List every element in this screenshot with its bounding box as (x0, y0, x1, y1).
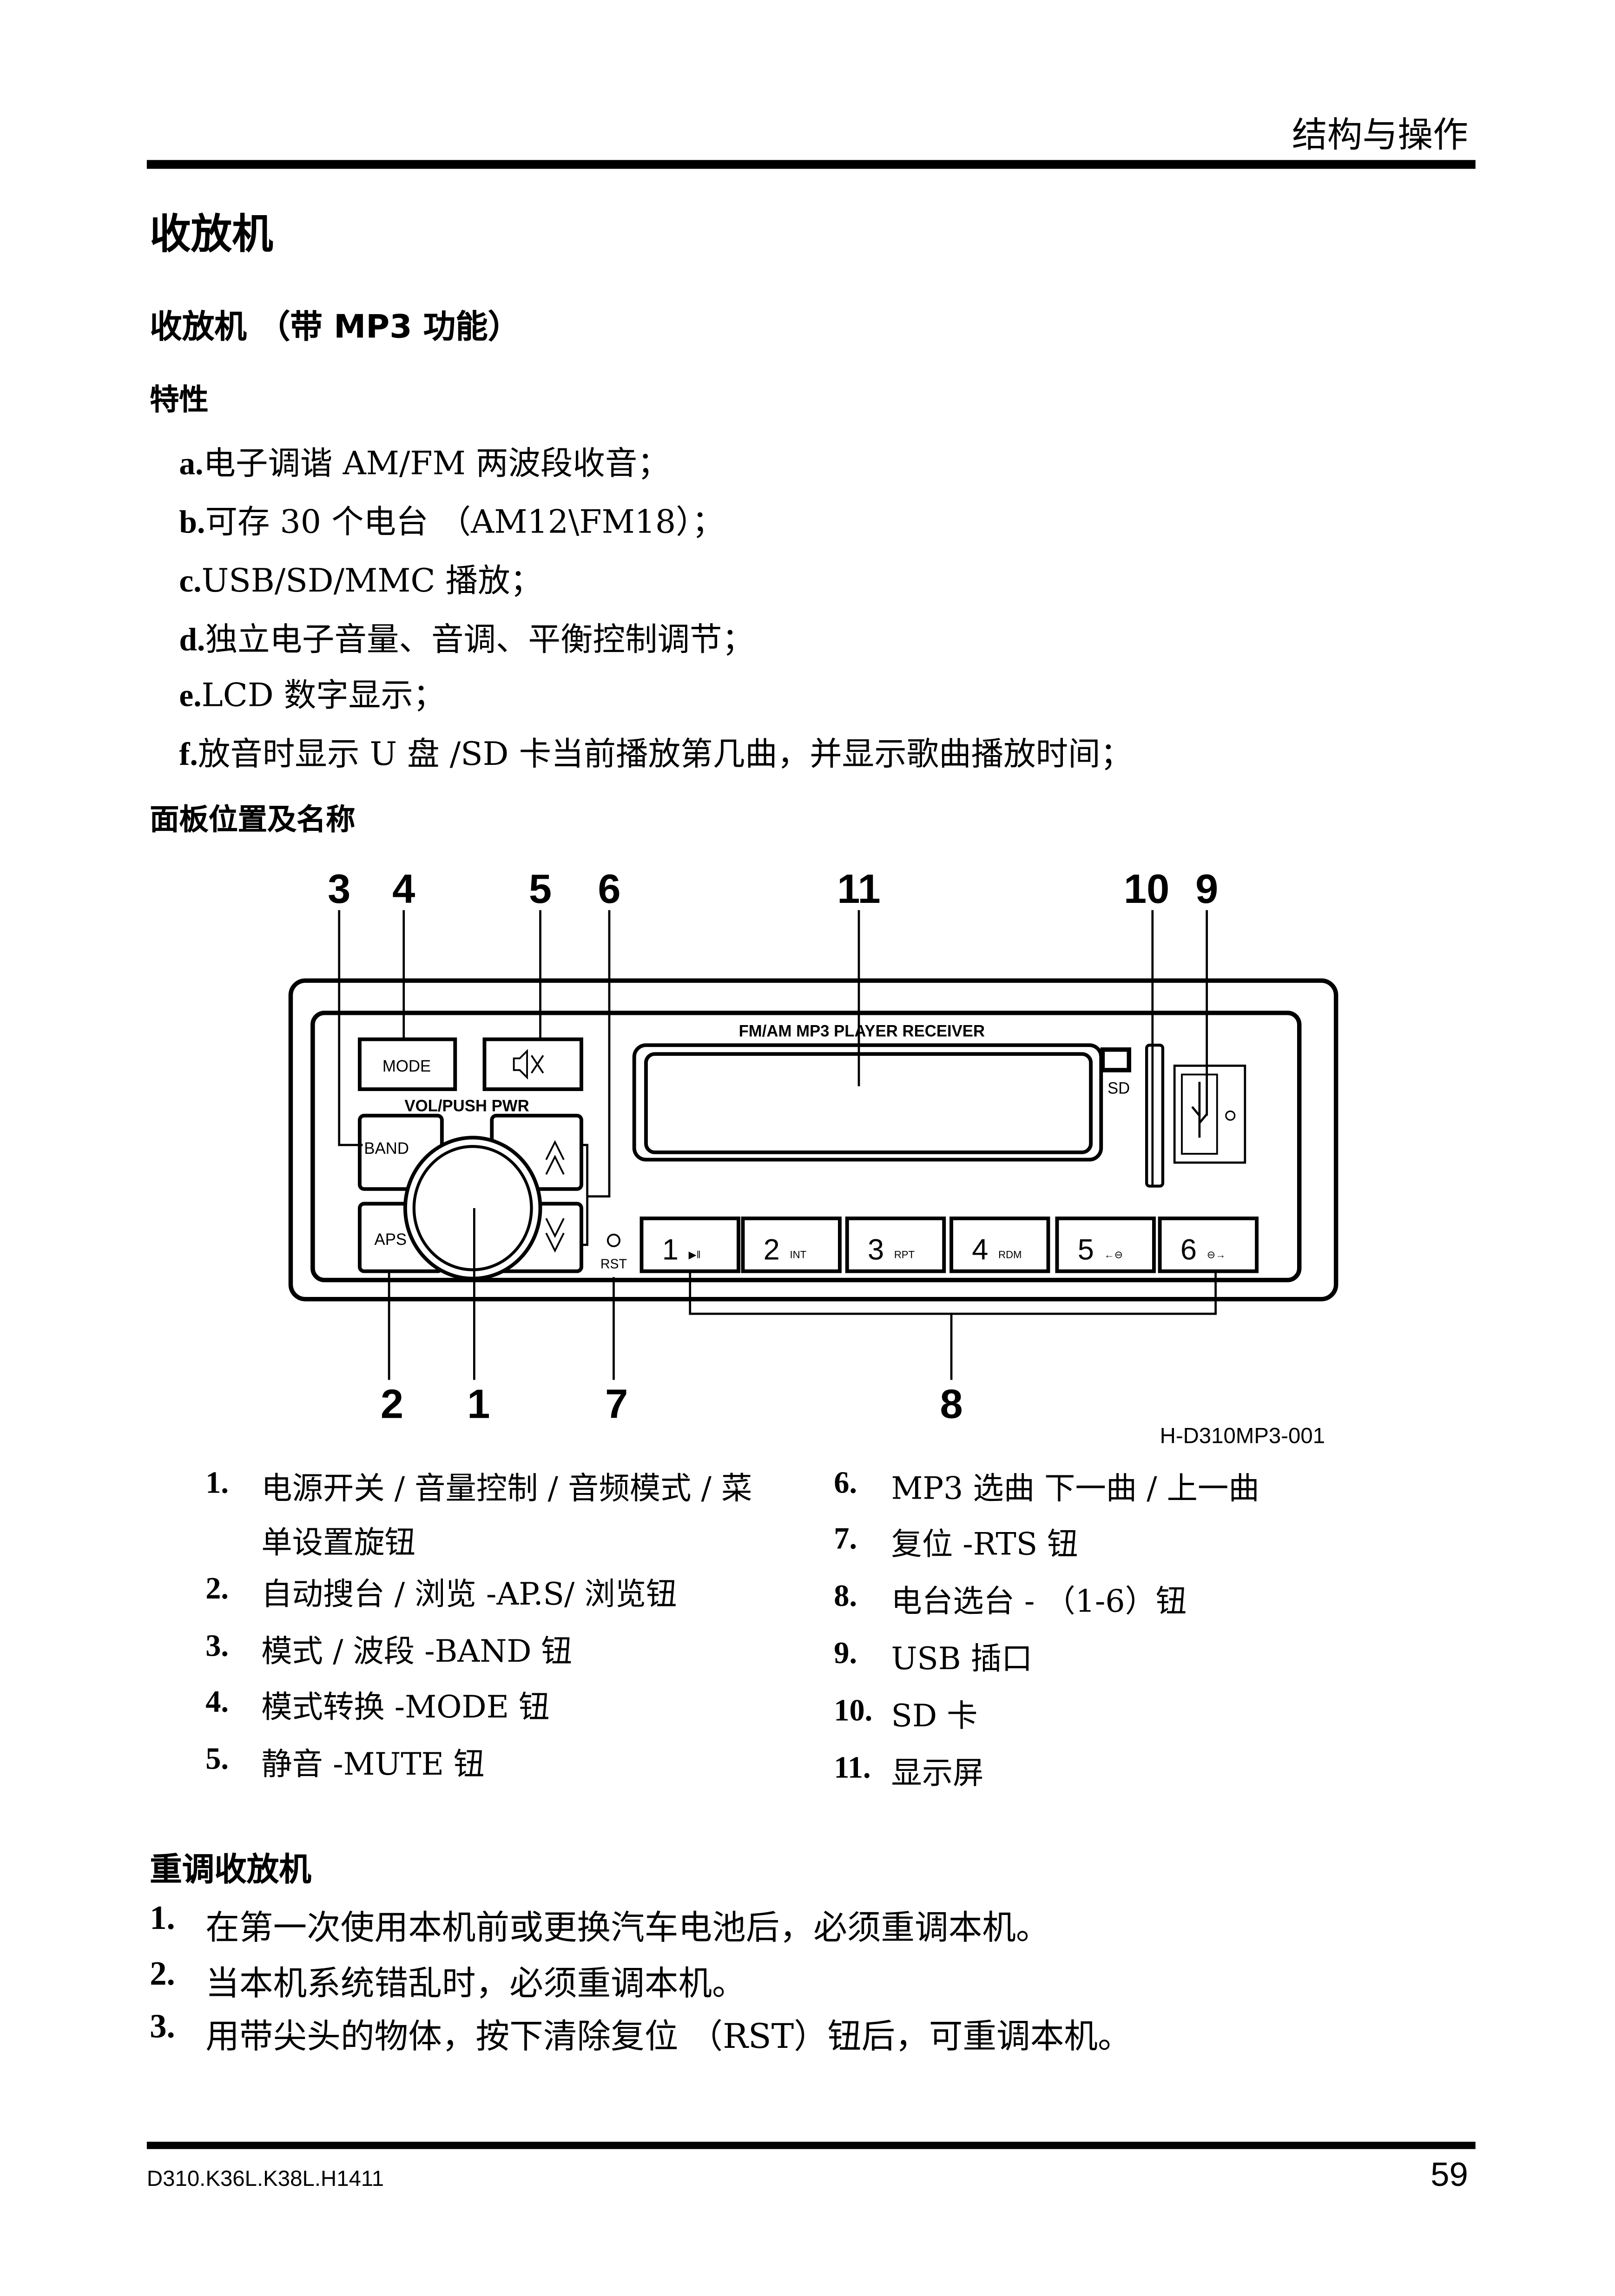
preset-function: ▶‖ (689, 1249, 701, 1260)
page-number: 59 (1430, 2155, 1468, 2193)
preset-button-4[interactable] (949, 1217, 1050, 1273)
sd-slot[interactable] (1145, 1044, 1165, 1188)
usb-port-frame (1173, 1065, 1246, 1164)
preset-button-6[interactable] (1158, 1217, 1259, 1273)
preset-number: 4 (972, 1233, 988, 1266)
svg-text:APS: APS (375, 1231, 407, 1249)
preset-button-2[interactable] (741, 1217, 842, 1273)
preset-function: ⊖→ (1207, 1249, 1226, 1260)
preset-number: 6 (1180, 1233, 1197, 1266)
legend-item: 11.显示屏 (834, 1750, 984, 1791)
panel-heading: 面板位置及名称 (150, 801, 356, 837)
page-title: 收放机 (150, 210, 273, 258)
legend-item: 6.MP3 选曲 下一曲 / 上一曲 (834, 1465, 1259, 1507)
svg-text:MODE: MODE (382, 1058, 431, 1075)
feature-item: d.独立电子音量、音调、平衡控制调节； (179, 621, 754, 659)
preset-number: 2 (764, 1233, 780, 1266)
callout-7: 7 (605, 1381, 628, 1427)
preset-function: ←⊖ (1104, 1249, 1123, 1260)
header-rule (146, 160, 1476, 169)
feature-item: c.USB/SD/MMC 播放； (179, 562, 543, 601)
radio-outer-frame (288, 978, 1338, 1302)
reset-step: 3.用带尖头的物体，按下清除复位 （RST）钮后，可重调本机。 (150, 2008, 1132, 2057)
callout-4: 4 (392, 866, 415, 912)
mute-icon (513, 1049, 544, 1080)
feature-item: e.LCD 数字显示； (179, 677, 446, 715)
callout-5: 5 (529, 866, 552, 912)
legend-item: 8.电台选台 - （1-6）钮 (834, 1578, 1187, 1619)
callout-1: 1 (467, 1381, 490, 1427)
svg-text:VOL/PUSH PWR: VOL/PUSH PWR (404, 1097, 529, 1115)
radio-inner-frame (310, 1010, 1302, 1283)
preset-function: RDM (998, 1249, 1022, 1260)
legend-item-continued: 单设置旋钮 (261, 1525, 415, 1561)
callout-8: 8 (940, 1381, 962, 1427)
preset-number: 1 (662, 1233, 679, 1266)
callout-10: 10 (1124, 866, 1169, 912)
preset-number: 5 (1078, 1233, 1094, 1266)
callout-2: 2 (381, 1381, 403, 1427)
callout-3: 3 (328, 866, 350, 912)
preset-button-1[interactable] (639, 1217, 740, 1273)
subtitle: 收放机 （带 MP3 功能） (150, 309, 521, 347)
usb-port[interactable] (1181, 1073, 1218, 1155)
legend-item: 7.复位 -RTS 钮 (834, 1520, 1078, 1562)
radio-panel-diagram: 3 4 5 6 11 10 9 2 1 7 8 H-D310MP3-001 FM… (288, 866, 1338, 1448)
feature-item: a.电子调谐 AM/FM 两波段收音； (179, 445, 670, 483)
svg-text:RST: RST (600, 1257, 627, 1271)
callout-6: 6 (598, 866, 620, 912)
preset-button-3[interactable] (845, 1217, 946, 1273)
display-bezel (632, 1043, 1103, 1162)
feature-item: b.可存 30 个电台 （AM12\FM18）； (179, 503, 725, 542)
figure-code: H-D310MP3-001 (1160, 1423, 1325, 1448)
svg-text:SD: SD (1107, 1079, 1130, 1097)
mode-button[interactable] (358, 1037, 457, 1091)
document-code: D310.K36L.K38L.H1411 (146, 2166, 384, 2192)
display-screen (644, 1052, 1093, 1154)
reset-step: 2.当本机系统错乱时，必须重调本机。 (150, 1955, 746, 2004)
banner-text: FM/AM MP3 PLAYER RECEIVER (739, 1022, 985, 1040)
sd-card-icon (1100, 1047, 1132, 1072)
legend-item: 5.静音 -MUTE 钮 (205, 1741, 485, 1783)
reset-step: 1.在第一次使用本机前或更换汽车电池后，必须重调本机。 (150, 1899, 1050, 1948)
usb-icon (1191, 1082, 1208, 1138)
rst-button[interactable] (606, 1233, 620, 1247)
feature-item: f.放音时显示 U 盘 /SD 卡当前播放第几曲，并显示歌曲播放时间； (179, 735, 1133, 774)
legend-item: 10.SD 卡 (834, 1692, 978, 1734)
reset-heading: 重调收放机 (150, 1852, 311, 1889)
section-header: 结构与操作 (1292, 114, 1468, 156)
preset-number: 3 (868, 1233, 884, 1266)
mute-button[interactable] (482, 1037, 583, 1091)
leader-lines (338, 910, 1217, 1380)
legend-item: 3.模式 / 波段 -BAND 钮 (205, 1628, 573, 1669)
preset-button-5[interactable] (1055, 1217, 1156, 1273)
callout-11: 11 (837, 866, 881, 912)
svg-text:BAND: BAND (364, 1140, 409, 1158)
callout-9: 9 (1195, 866, 1218, 912)
features-heading: 特性 (150, 382, 209, 417)
legend-item: 2.自动搜台 / 浏览 -AP.S/ 浏览钮 (205, 1571, 677, 1612)
down-arrow-icon (545, 1218, 565, 1253)
up-arrow-icon (545, 1140, 565, 1175)
footer-rule (146, 2141, 1476, 2149)
legend-item: 9.USB 插口 (834, 1635, 1033, 1677)
legend-item: 4.模式转换 -MODE 钮 (205, 1684, 550, 1725)
preset-function: INT (790, 1249, 807, 1260)
legend-item: 1.电源开关 / 音量控制 / 音频模式 / 菜 (205, 1465, 752, 1507)
preset-function: RPT (894, 1249, 915, 1260)
volume-knob[interactable] (412, 1145, 533, 1271)
